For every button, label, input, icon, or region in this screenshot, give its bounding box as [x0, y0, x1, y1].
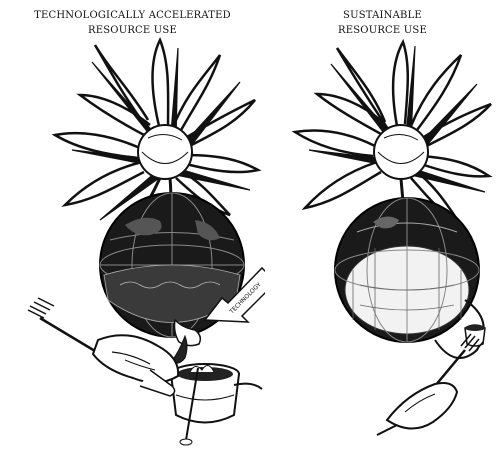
illustration-accelerated: TECHNOLOGY: [27, 36, 265, 446]
caption-technologically-accelerated: TECHNOLOGICALLY ACCELERATED RESOURCE USE: [0, 8, 265, 38]
illustration-sustainable: [291, 38, 493, 436]
fork-hand-icon: [27, 297, 180, 397]
sun-icon: [291, 38, 493, 224]
pot-icon: [170, 363, 263, 446]
caption-line-2: RESOURCE USE: [88, 25, 177, 36]
caption-sustainable: SUSTAINABLE RESOURCE USE: [265, 8, 500, 38]
caption-line-1: SUSTAINABLE: [343, 10, 422, 21]
caption-line-1: TECHNOLOGICALLY ACCELERATED: [34, 10, 231, 21]
sun-icon: [51, 36, 262, 221]
caption-line-2: RESOURCE USE: [338, 25, 427, 36]
panel-technologically-accelerated: TECHNOLOGICALLY ACCELERATED RESOURCE USE: [0, 8, 265, 446]
spout-icon: [170, 318, 202, 364]
cup-icon: [464, 324, 486, 347]
panel-sustainable: SUSTAINABLE RESOURCE USE: [265, 0, 500, 450]
globe-icon: [99, 192, 245, 338]
fork-hand-icon: [376, 333, 484, 436]
globe-icon: [334, 197, 480, 343]
